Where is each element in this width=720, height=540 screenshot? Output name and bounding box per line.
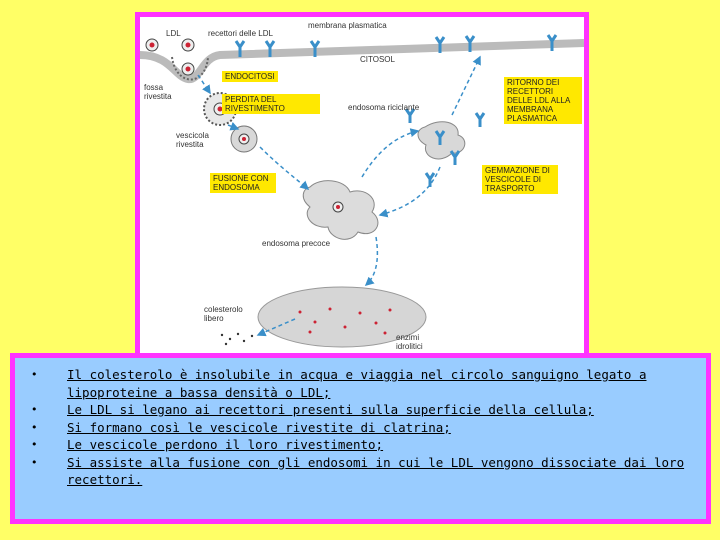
box-endocytosis: ENDOCITOSI xyxy=(222,71,278,82)
box-vesicle-budding: GEMMAZIONE DI VESCICOLE DI TRASPORTO xyxy=(482,165,558,194)
text-panel: • Il colesterolo è insolubile in acqua e … xyxy=(10,353,711,524)
membrane-receptors xyxy=(234,34,558,57)
pathway-arrows xyxy=(197,55,481,337)
bullet-item: • Si formano così le vescicole rivestite … xyxy=(31,419,699,437)
label-recycling-endosome: endosoma riciclante xyxy=(348,103,420,112)
endosome-receptors xyxy=(404,108,486,187)
coated-pit xyxy=(171,56,209,81)
uncoated-vesicle xyxy=(230,125,258,153)
bullet-text: Le vescicole perdono il loro rivestiment… xyxy=(67,437,384,452)
bullet-item: • Si assiste alla fusione con gli endosom… xyxy=(31,454,699,489)
label-hydrolytic-enzymes: enzimi idrolitici xyxy=(396,333,423,351)
bullet-item: • Le LDL si legano ai recettori presenti … xyxy=(31,401,699,419)
diagram-panel: LDL recettori delle LDL membrana plasmat… xyxy=(135,12,589,362)
bullet-text: Si formano così le vescicole rivestite d… xyxy=(67,419,451,435)
label-receptors: recettori delle LDL xyxy=(208,29,273,38)
bullet-list: • Il colesterolo è insolubile in acqua e … xyxy=(31,366,699,489)
bullet-text: Il colesterolo è insolubile in acqua e v… xyxy=(67,367,647,400)
label-free-cholesterol: colesterolo libero xyxy=(204,305,243,323)
ldl-particles xyxy=(145,38,195,76)
free-cholesterol xyxy=(220,332,254,346)
bullet-item: • Le vescicole perdono il loro rivestimen… xyxy=(31,436,699,454)
bullet-text: Le LDL si legano ai recettori presenti s… xyxy=(67,402,594,417)
label-ldl: LDL xyxy=(166,29,181,38)
label-early-endosome: endosoma precoce xyxy=(262,239,331,248)
label-coated-vesicle: vescicola rivestita xyxy=(176,131,209,149)
bullet-marker: • xyxy=(31,403,38,416)
bullet-marker: • xyxy=(31,455,38,469)
label-cytosol: CITOSOL xyxy=(360,55,395,64)
label-coated-pit: fossa rivestita xyxy=(144,83,172,101)
bullet-text: Si assiste alla fusione con gli endosomi… xyxy=(67,454,685,488)
lysosome-contents xyxy=(298,307,392,335)
endocytosis-diagram xyxy=(140,34,584,348)
box-endosome-fusion: FUSIONE CON ENDOSOMA xyxy=(210,173,276,193)
bullet-marker: • xyxy=(31,368,38,381)
box-coat-loss: PERDITA DEL RIVESTIMENTO xyxy=(222,94,320,114)
bullet-marker: • xyxy=(31,420,38,434)
bullet-item: • Il colesterolo è insolubile in acqua e … xyxy=(31,366,699,401)
box-receptor-return: RITORNO DEI RECETTORI DELLE LDL ALLA MEM… xyxy=(504,77,582,124)
label-membrane: membrana plasmatica xyxy=(308,21,387,30)
bullet-marker: • xyxy=(31,438,38,451)
